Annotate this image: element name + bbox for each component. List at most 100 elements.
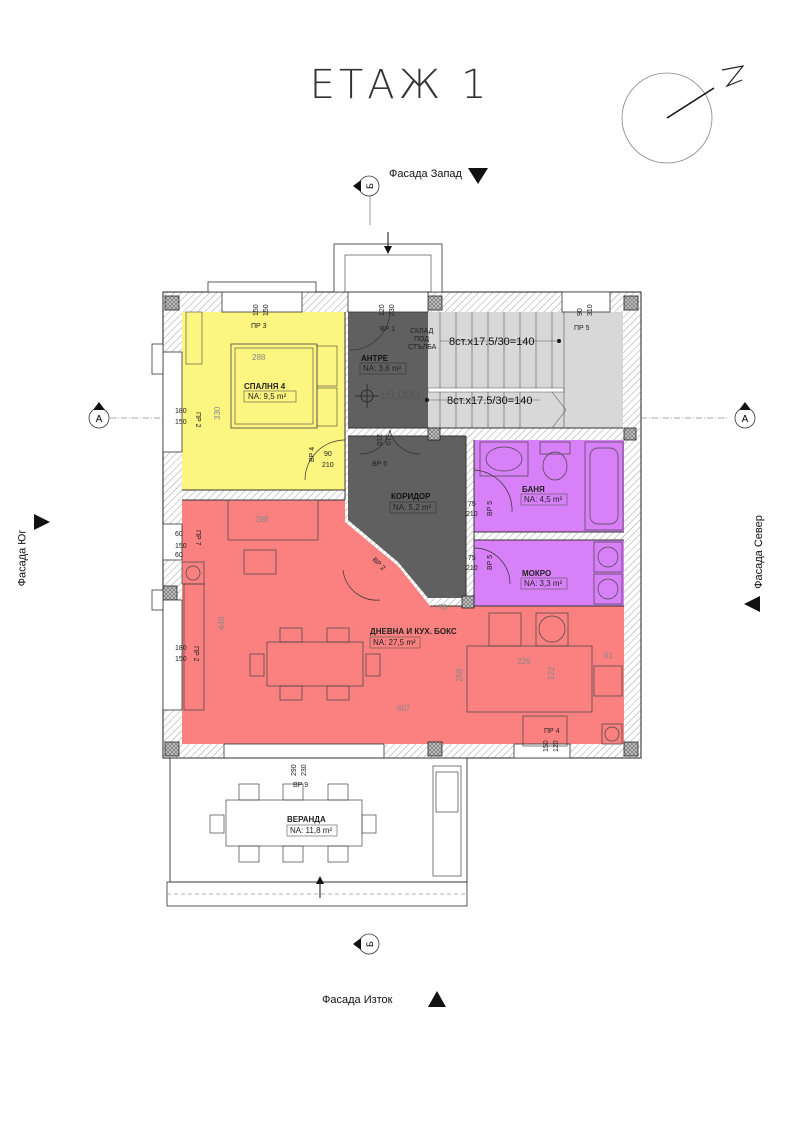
svg-text:448: 448 — [217, 616, 226, 630]
svg-text:МОКРО: МОКРО — [522, 569, 551, 578]
svg-text:288: 288 — [252, 353, 266, 362]
svg-text:120: 120 — [379, 304, 386, 316]
facade-south-label: Фасада Юг — [16, 529, 29, 587]
svg-text:90: 90 — [324, 451, 332, 458]
svg-text:310: 310 — [587, 304, 594, 316]
facade-west-label: Фасада Запад — [389, 168, 462, 180]
svg-text:ПОД: ПОД — [414, 336, 429, 343]
svg-text:ВР 5: ВР 5 — [487, 555, 494, 570]
svg-text:ПР 7: ПР 7 — [194, 530, 201, 546]
svg-text:NA: 27,5 m²: NA: 27,5 m² — [373, 638, 416, 647]
svg-text:120: 120 — [553, 740, 560, 752]
room-wet — [474, 540, 624, 606]
svg-text:ВР 1: ВР 1 — [380, 326, 395, 333]
facade-east-arrow-icon — [428, 991, 446, 1007]
svg-text:60: 60 — [175, 552, 183, 559]
svg-text:АНТРЕ: АНТРЕ — [361, 354, 389, 363]
svg-text:150: 150 — [543, 740, 550, 752]
svg-text:110: 110 — [384, 434, 391, 445]
section-marker-a-right: А — [734, 402, 756, 429]
facade-north-label: Фасада Север — [752, 515, 765, 589]
svg-text:ВР 6: ВР 6 — [372, 461, 387, 468]
svg-text:А: А — [742, 414, 749, 425]
svg-text:226: 226 — [517, 657, 531, 666]
svg-text:150: 150 — [175, 656, 187, 663]
room-label-corridor: КОРИДОР NA: 5,2 m² — [389, 492, 437, 514]
room-label-bedroom: СПАЛНЯ 4 NA: 9,5 m² — [243, 382, 297, 403]
svg-text:NA: 11,8 m²: NA: 11,8 m² — [290, 826, 332, 835]
svg-text:ПР 2: ПР 2 — [192, 646, 199, 662]
svg-text:NA: 4,5 m²: NA: 4,5 m² — [524, 495, 563, 504]
svg-text:330: 330 — [213, 406, 222, 420]
svg-text:210: 210 — [466, 565, 478, 572]
svg-text:268: 268 — [455, 668, 464, 682]
svg-text:122: 122 — [547, 666, 556, 680]
room-label-living: ДНЕВНА И КУХ. БОКС NA: 27,5 m² — [369, 627, 457, 649]
svg-text:Б: Б — [365, 183, 375, 189]
svg-text:75: 75 — [468, 555, 476, 562]
room-living — [182, 500, 624, 744]
svg-text:NA: 3,6 m²: NA: 3,6 m² — [363, 364, 402, 373]
level-mark-icon — [355, 384, 379, 408]
svg-text:230: 230 — [301, 764, 308, 776]
svg-text:288: 288 — [255, 515, 269, 524]
svg-text:NA: 3,3 m²: NA: 3,3 m² — [524, 579, 563, 588]
facade-south-arrow-icon — [34, 514, 50, 530]
section-marker-b-top: Б — [353, 175, 380, 197]
room-bath — [474, 440, 624, 532]
north-arrow-icon — [621, 65, 745, 164]
svg-text:180: 180 — [175, 645, 187, 652]
svg-text:NA: 9,5 m²: NA: 9,5 m² — [248, 392, 287, 401]
svg-text:СТЪЛБА: СТЪЛБА — [408, 344, 437, 351]
level-mark: ±0,000 — [380, 387, 420, 402]
svg-text:90: 90 — [577, 308, 584, 316]
svg-text:ПР 5: ПР 5 — [574, 325, 590, 332]
svg-text:75: 75 — [468, 501, 476, 508]
room-label-wet: МОКРО NA: 3,3 m² — [520, 569, 568, 590]
svg-text:ПР 3: ПР 3 — [251, 323, 267, 330]
section-marker-a-left: А — [88, 402, 110, 429]
svg-text:210: 210 — [466, 511, 478, 518]
svg-text:А: А — [96, 414, 103, 425]
room-label-entrance: АНТРЕ NA: 3,6 m² — [359, 354, 407, 375]
svg-text:ВР 5: ВР 5 — [487, 501, 494, 516]
room-entrance — [348, 312, 428, 428]
facade-west-arrow-icon — [468, 168, 488, 184]
svg-text:ВЕРАНДА: ВЕРАНДА — [287, 815, 326, 824]
room-label-veranda: ВЕРАНДА NA: 11,8 m² — [286, 815, 338, 837]
room-bedroom — [182, 312, 345, 490]
facade-east-label: Фасада Изток — [322, 994, 393, 1006]
room-corridor — [348, 436, 466, 598]
svg-text:СКЛАД: СКЛАД — [410, 328, 434, 335]
room-stairs — [428, 312, 623, 428]
svg-text:607: 607 — [397, 704, 411, 713]
svg-text:150: 150 — [253, 304, 260, 316]
svg-text:210: 210 — [322, 462, 334, 469]
svg-text:150: 150 — [263, 304, 270, 316]
svg-text:КОРИДОР: КОРИДОР — [391, 492, 431, 501]
svg-text:290: 290 — [291, 764, 298, 776]
section-marker-b-bottom: Б — [353, 933, 380, 955]
svg-text:150: 150 — [175, 419, 187, 426]
svg-text:210: 210 — [375, 434, 382, 446]
svg-text:ПР 4: ПР 4 — [544, 728, 560, 735]
svg-text:60: 60 — [175, 531, 183, 538]
facade-north-arrow-icon — [744, 596, 760, 612]
svg-text:NA: 5,2 m²: NA: 5,2 m² — [393, 503, 432, 512]
svg-text:ВР 4: ВР 4 — [309, 447, 316, 462]
svg-text:150: 150 — [175, 543, 187, 550]
stair-formula-bottom: 8ст.x17.5/30=140 — [447, 395, 532, 407]
stair-formula-top: 8ст.x17.5/30=140 — [449, 336, 534, 348]
svg-text:ПР 2: ПР 2 — [194, 412, 201, 428]
svg-text:ДНЕВНА И КУХ. БОКС: ДНЕВНА И КУХ. БОКС — [370, 627, 457, 636]
svg-text:СПАЛНЯ 4: СПАЛНЯ 4 — [244, 382, 286, 391]
svg-text:76: 76 — [438, 603, 447, 612]
svg-text:180: 180 — [175, 408, 187, 415]
svg-text:Б: Б — [365, 941, 375, 947]
floor-title: ЕТАЖ 1 — [309, 62, 491, 108]
svg-text:61: 61 — [604, 651, 613, 660]
room-label-bath: БАНЯ NA: 4,5 m² — [520, 485, 568, 506]
svg-text:230: 230 — [389, 304, 396, 316]
svg-text:БАНЯ: БАНЯ — [522, 485, 545, 494]
